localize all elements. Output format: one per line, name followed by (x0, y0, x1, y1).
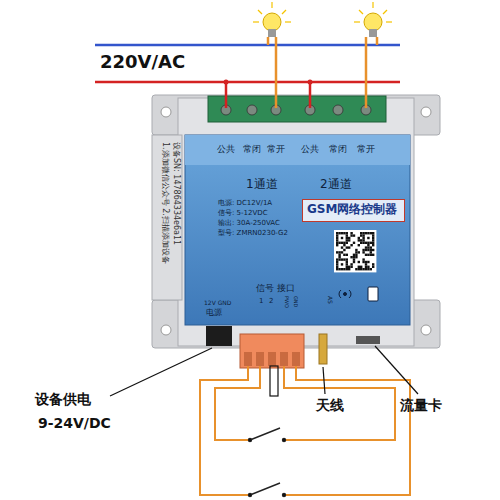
serial-number: 设备SN: 147864334e6a11 (171, 142, 180, 245)
panel-header (185, 135, 410, 165)
channel-label: 2通道 (320, 178, 352, 191)
leader-line (110, 346, 418, 396)
setup-note: 1.添加微信公众号 2.扫描添加设备 (160, 142, 169, 264)
callout-label: 设备供电 (35, 392, 91, 407)
pin-label: 1 (259, 298, 263, 306)
callout-label: 天线 (316, 398, 344, 413)
live-line (95, 81, 400, 84)
lamp-wire (268, 37, 377, 108)
signal-wire (200, 366, 410, 495)
pin-label: GND (293, 296, 299, 307)
pin-label: PWO (284, 296, 290, 308)
junction-dot (308, 80, 313, 85)
gnd-jumper (270, 366, 278, 396)
mount-hole (421, 325, 431, 335)
pin-label: 12V GND (204, 300, 231, 307)
qr-code (334, 230, 376, 272)
signal-icon (339, 290, 351, 298)
voltage-label: 220V/AC (100, 52, 185, 72)
signal-connector (240, 334, 304, 368)
port-label: AS (326, 296, 333, 304)
terminal-screws (221, 105, 371, 115)
sim-icon (368, 287, 378, 301)
spec-text: 输出: 30A-250VAC (218, 220, 280, 228)
switch-symbol (249, 428, 286, 497)
terminal-label: 常开 (267, 145, 285, 155)
spec-text: 型号: ZMRN0230-G2 (218, 230, 288, 238)
product-title: GSM网络控制器 (307, 203, 400, 216)
terminal-label: 常闭 (329, 145, 347, 155)
port-label: 电源 (206, 309, 222, 318)
port-label: 信号 接口 (256, 284, 295, 294)
housing-side (152, 135, 182, 300)
callout-label: 流量卡 (400, 398, 442, 413)
terminal-label: 公共 (217, 145, 235, 155)
spec-text: 电源: DC12V/1A (218, 200, 272, 208)
terminal-label: 常闭 (243, 145, 261, 155)
live-wire (226, 82, 310, 108)
antenna-connector (319, 334, 327, 364)
neutral-line (95, 44, 400, 47)
front-panel (185, 135, 410, 325)
title-plate: GSM网络控制器 (302, 199, 405, 222)
mount-hole (161, 107, 171, 117)
mount-hole (161, 325, 171, 335)
junction-dot (224, 80, 229, 85)
spec-text: 信号: 5-12VDC (218, 210, 268, 218)
lamp (253, 2, 291, 37)
pin-label: 2 (269, 298, 273, 306)
sim-slot (356, 336, 380, 344)
callout-label: 9-24V/DC (38, 416, 111, 431)
housing (178, 98, 414, 346)
connector-pins (244, 352, 300, 366)
channel-label: 1通道 (246, 178, 278, 191)
dc-jack (206, 326, 232, 346)
terminal-label: 常开 (357, 145, 375, 155)
mount-hole (421, 107, 431, 117)
lamp (354, 2, 392, 37)
terminal-block (208, 96, 386, 122)
terminal-label: 公共 (301, 145, 319, 155)
